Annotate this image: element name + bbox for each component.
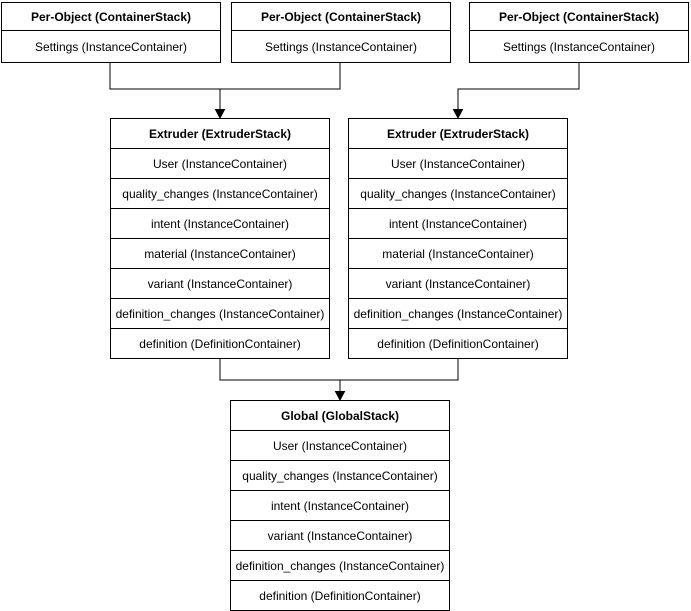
container-row-definition-changes: definition_changes (InstanceContainer): [349, 298, 567, 328]
arrow-per-objects-to-extruder-1: [109, 62, 341, 120]
extruder-stack-2: Extruder (ExtruderStack) User (InstanceC…: [348, 118, 568, 359]
container-row-intent: intent (InstanceContainer): [111, 208, 329, 238]
container-row-intent: intent (InstanceContainer): [231, 490, 449, 520]
stack-title: Per-Object (ContainerStack): [498, 9, 660, 24]
stack-title: Extruder (ExtruderStack): [148, 126, 292, 141]
arrow-extruders-to-global: [219, 359, 459, 402]
stack-title: Global (GlobalStack): [280, 408, 400, 423]
container-row-settings: Settings (InstanceContainer): [232, 30, 450, 62]
container-row-settings: Settings (InstanceContainer): [2, 30, 220, 62]
container-row-user: User (InstanceContainer): [349, 148, 567, 178]
per-object-stack-1: Per-Object (ContainerStack) Settings (In…: [1, 2, 221, 63]
container-row-quality-changes: quality_changes (InstanceContainer): [231, 460, 449, 490]
stack-title: Per-Object (ContainerStack): [30, 9, 192, 24]
container-row-variant: variant (InstanceContainer): [349, 268, 567, 298]
container-row-definition: definition (DefinitionContainer): [349, 328, 567, 358]
per-object-stack-2: Per-Object (ContainerStack) Settings (In…: [231, 2, 451, 63]
container-row-material: material (InstanceContainer): [349, 238, 567, 268]
container-row-definition: definition (DefinitionContainer): [111, 328, 329, 358]
container-row-definition-changes: definition_changes (InstanceContainer): [231, 550, 449, 580]
container-row-material: material (InstanceContainer): [111, 238, 329, 268]
container-row-quality-changes: quality_changes (InstanceContainer): [349, 178, 567, 208]
container-row-variant: variant (InstanceContainer): [231, 520, 449, 550]
container-row-intent: intent (InstanceContainer): [349, 208, 567, 238]
container-row-variant: variant (InstanceContainer): [111, 268, 329, 298]
global-stack: Global (GlobalStack) User (InstanceConta…: [230, 400, 450, 611]
container-row-quality-changes: quality_changes (InstanceContainer): [111, 178, 329, 208]
container-row-settings: Settings (InstanceContainer): [470, 30, 688, 62]
container-row-definition: definition (DefinitionContainer): [231, 580, 449, 610]
container-row-user: User (InstanceContainer): [231, 430, 449, 460]
container-row-user: User (InstanceContainer): [111, 148, 329, 178]
per-object-stack-3: Per-Object (ContainerStack) Settings (In…: [469, 2, 689, 63]
container-row-definition-changes: definition_changes (InstanceContainer): [111, 298, 329, 328]
extruder-stack-1: Extruder (ExtruderStack) User (InstanceC…: [110, 118, 330, 359]
stack-title: Per-Object (ContainerStack): [260, 9, 422, 24]
arrow-per-object-3-to-extruder-2: [452, 62, 580, 120]
stack-title: Extruder (ExtruderStack): [386, 126, 530, 141]
